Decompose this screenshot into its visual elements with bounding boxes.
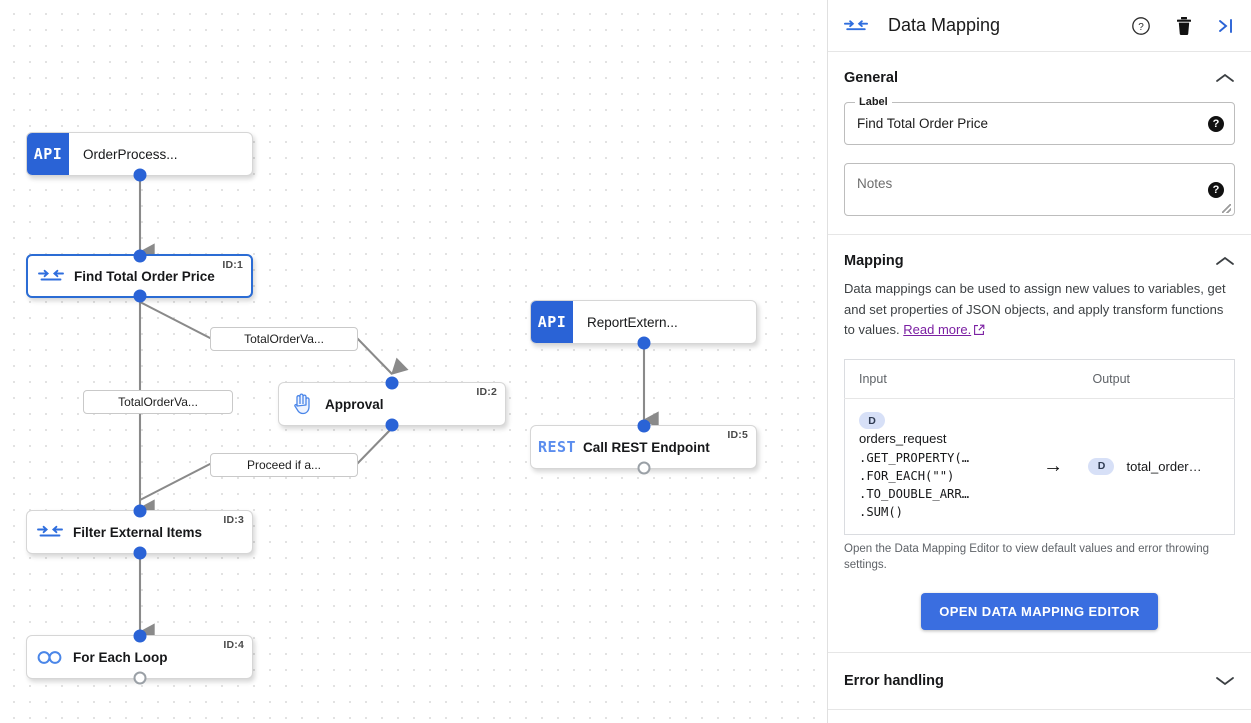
- node-input-port[interactable]: [133, 249, 146, 263]
- input-variable-name: orders_request: [859, 431, 947, 447]
- node-label: ReportExtern...: [587, 314, 678, 330]
- node-output-port[interactable]: [133, 168, 146, 182]
- edge-label[interactable]: Proceed if a...: [210, 453, 358, 477]
- rest-badge: REST: [537, 438, 577, 456]
- node-input-port[interactable]: [133, 629, 146, 643]
- section-title: Error handling: [844, 672, 944, 689]
- node-output-port[interactable]: [637, 461, 650, 475]
- trash-icon[interactable]: [1175, 16, 1193, 36]
- table-header-row: Input Output: [844, 359, 1235, 399]
- workflow-canvas[interactable]: API OrderProcess... Find Total Order Pri…: [0, 0, 828, 723]
- data-mapping-icon: [27, 511, 73, 553]
- chevron-up-icon[interactable]: [1215, 72, 1235, 84]
- label-field-legend: Label: [855, 96, 892, 108]
- node-id-tag: ID:2: [476, 386, 497, 398]
- open-data-mapping-editor-button[interactable]: OPEN DATA MAPPING EDITOR: [921, 592, 1158, 630]
- node-filter-external-items[interactable]: Filter External Items ID:3: [26, 504, 253, 560]
- panel-header: Data Mapping ?: [828, 0, 1251, 52]
- node-label: Find Total Order Price: [74, 268, 215, 284]
- notes-field[interactable]: ?: [844, 163, 1235, 216]
- section-divider: [828, 651, 1251, 653]
- node-output-port[interactable]: [133, 671, 146, 685]
- output-variable-name: total_order…: [1126, 458, 1202, 474]
- column-header-spacer: [1027, 359, 1079, 399]
- input-chain-2: .FOR_EACH(""): [859, 468, 955, 483]
- input-chain-3: .TO_DOUBLE_ARR…: [859, 487, 970, 502]
- label-input[interactable]: [845, 103, 1234, 144]
- node-approval[interactable]: Approval ID:2: [278, 376, 506, 432]
- api-badge: API: [27, 133, 69, 175]
- node-report-external[interactable]: API ReportExtern...: [530, 300, 757, 350]
- node-for-each-loop[interactable]: For Each Loop ID:4: [26, 629, 253, 685]
- svg-text:?: ?: [1138, 22, 1144, 33]
- chevron-down-icon[interactable]: [1215, 675, 1235, 687]
- section-general-header[interactable]: General: [844, 52, 1235, 96]
- mapping-arrow-icon: →: [1043, 454, 1064, 477]
- mapping-input-cell[interactable]: D orders_request .GET_PROPERTY(… .FOR_EA…: [845, 398, 1028, 534]
- node-input-port[interactable]: [637, 419, 650, 433]
- node-id-tag: ID:4: [223, 639, 244, 651]
- node-output-port[interactable]: [133, 289, 146, 303]
- chevron-up-icon[interactable]: [1215, 255, 1235, 267]
- mapping-output-cell[interactable]: D total_order…: [1078, 398, 1234, 534]
- edge-label[interactable]: TotalOrderVa...: [210, 327, 358, 351]
- node-label: Filter External Items: [73, 524, 203, 540]
- mapping-description: Data mappings can be used to assign new …: [844, 279, 1235, 343]
- mapping-description-text: Data mappings can be used to assign new …: [844, 281, 1226, 338]
- node-id-tag: ID:3: [223, 514, 244, 526]
- data-mapping-icon: [844, 19, 868, 33]
- mapping-table: Input Output D orders_request .GET_PROPE…: [844, 358, 1235, 535]
- node-find-total-order-price[interactable]: Find Total Order Price ID:1: [26, 249, 253, 303]
- infinity-loop-icon: [27, 636, 73, 678]
- help-circle-icon[interactable]: ?: [1131, 16, 1151, 36]
- node-label: Call REST Endpoint: [583, 439, 710, 455]
- properties-panel: Data Mapping ? General: [828, 0, 1251, 723]
- node-order-process[interactable]: API OrderProcess...: [26, 132, 253, 182]
- label-help-icon[interactable]: ?: [1208, 115, 1224, 132]
- node-output-port[interactable]: [385, 418, 399, 432]
- section-divider: [828, 708, 1251, 710]
- hand-approval-icon: [279, 383, 325, 425]
- column-header-input: Input: [844, 359, 1028, 399]
- section-error-handling: Error handling: [828, 653, 1251, 709]
- edge-connections: [138, 176, 659, 641]
- table-row[interactable]: D orders_request .GET_PROPERTY(… .FOR_EA…: [845, 398, 1235, 534]
- node-id-tag: ID:1: [222, 259, 243, 271]
- node-label: Approval: [325, 396, 384, 412]
- external-link-icon[interactable]: [973, 322, 985, 343]
- column-header-output: Output: [1078, 359, 1235, 399]
- node-label: OrderProcess...: [83, 146, 178, 162]
- output-type-badge: D: [1088, 457, 1115, 475]
- input-chain-1: .GET_PROPERTY(…: [859, 450, 970, 465]
- collapse-panel-icon[interactable]: [1217, 17, 1237, 35]
- api-badge: API: [531, 301, 573, 343]
- notes-input[interactable]: [845, 164, 1234, 210]
- section-error-handling-header[interactable]: Error handling: [844, 653, 1235, 709]
- node-call-rest-endpoint[interactable]: REST Call REST Endpoint ID:5: [530, 419, 757, 475]
- node-id-tag: ID:5: [727, 429, 748, 441]
- panel-title: Data Mapping: [888, 15, 1001, 35]
- node-output-port[interactable]: [133, 546, 146, 560]
- section-divider: [828, 234, 1251, 235]
- label-field[interactable]: Label ?: [844, 96, 1235, 145]
- data-mapping-icon: [28, 256, 74, 296]
- node-input-port[interactable]: [133, 504, 146, 518]
- section-title: Mapping: [844, 253, 904, 269]
- section-mapping: Mapping Data mappings can be used to ass…: [828, 235, 1251, 652]
- input-chain-4: .SUM(): [859, 505, 904, 520]
- section-title: General: [844, 70, 898, 86]
- mapping-caption: Open the Data Mapping Editor to view def…: [844, 542, 1210, 571]
- read-more-link[interactable]: Read more.: [903, 322, 972, 338]
- section-general: General Label ? ?: [828, 52, 1251, 234]
- input-type-badge: D: [859, 412, 885, 430]
- node-input-port[interactable]: [385, 376, 399, 390]
- edge-label[interactable]: TotalOrderVa...: [83, 390, 233, 414]
- section-mapping-header[interactable]: Mapping: [844, 235, 1235, 279]
- node-label: For Each Loop: [73, 649, 168, 665]
- notes-help-icon[interactable]: ?: [1208, 181, 1224, 198]
- node-output-port[interactable]: [637, 336, 650, 350]
